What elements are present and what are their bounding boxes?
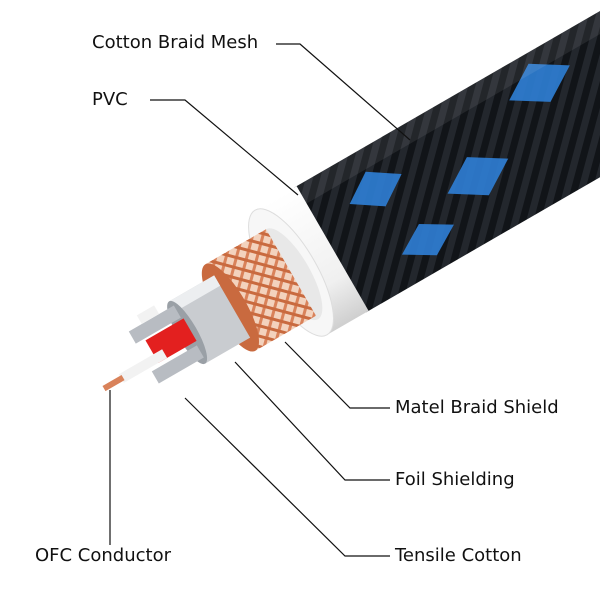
label-tensile-cotton: Tensile Cotton [395, 545, 522, 566]
label-cotton-braid-mesh: Cotton Braid Mesh [92, 32, 259, 53]
cotton-braid-jacket [294, 0, 600, 313]
label-ofc-conductor: OFC Conductor [35, 545, 172, 566]
label-metal-braid-shield: Matel Braid Shield [395, 397, 559, 418]
label-pvc: PVC [92, 89, 128, 110]
leader-lines [109, 43, 411, 557]
label-foil-shielding: Foil Shielding [395, 469, 515, 490]
conductor-cores [102, 305, 204, 392]
